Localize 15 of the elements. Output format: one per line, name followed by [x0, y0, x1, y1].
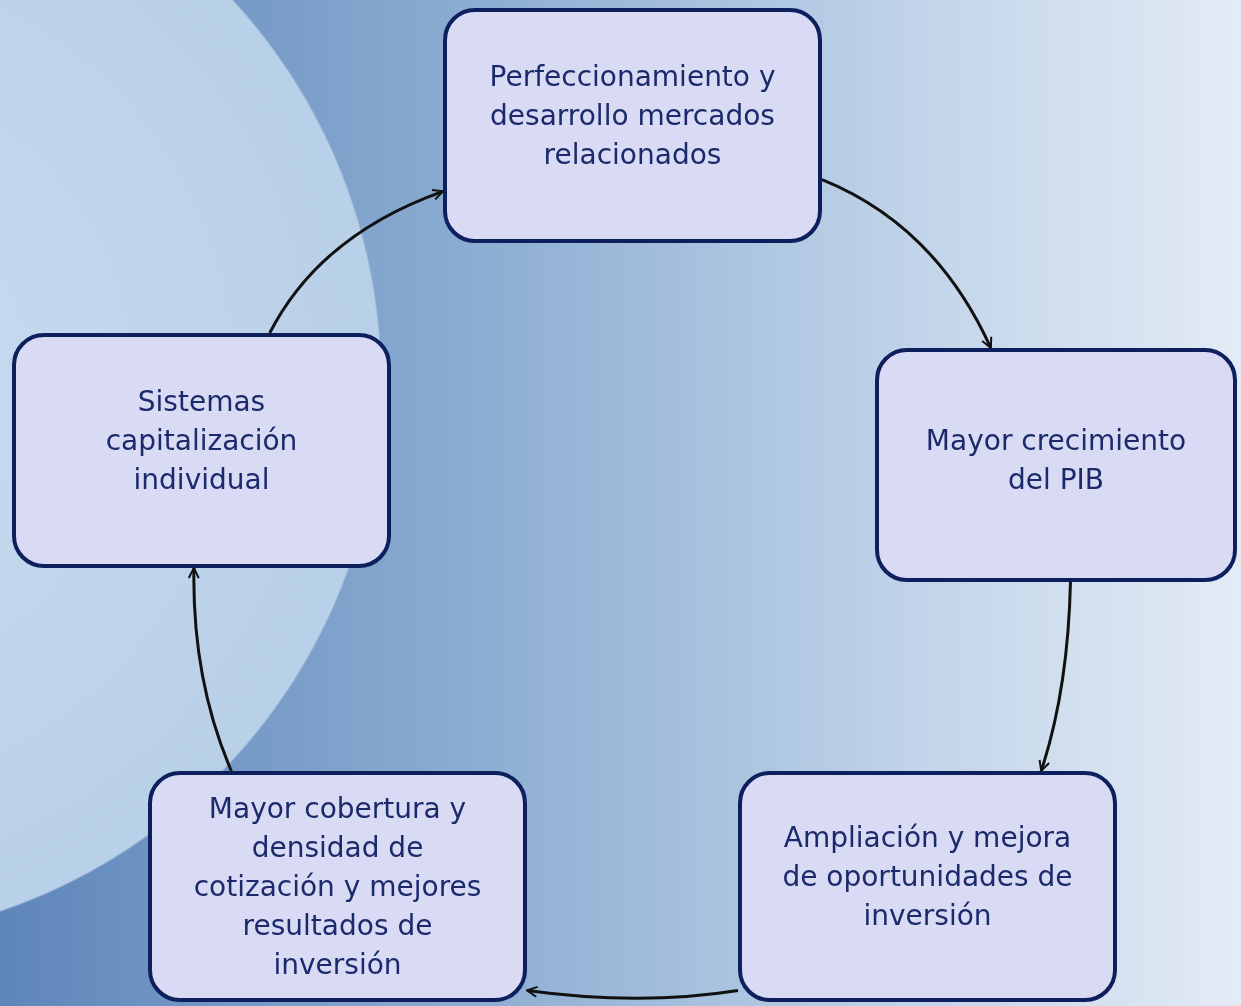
curved-arrow [268, 189, 444, 334]
box-text: Ampliación y mejora de oportunidades de inversión [781, 819, 1074, 935]
curved-arrow [526, 985, 739, 1000]
rounded-box [738, 771, 1117, 1002]
box-text: Sistemas capitalización individual [104, 383, 299, 499]
rounded-box [443, 8, 822, 243]
curved-arrow [1038, 581, 1072, 772]
curved-arrow [187, 567, 233, 772]
box-text: Mayor crecimiento del PIB [924, 422, 1188, 498]
box-text: Mayor cobertura y densidad de cotización y mejores resultados de inversión [192, 790, 483, 984]
rounded-box [12, 333, 391, 568]
rounded-box [148, 771, 527, 1002]
box-text: Perfeccionamiento y desarrollo mercados relacionados [488, 58, 777, 174]
curved-arrow [821, 178, 993, 349]
rounded-box [875, 348, 1237, 582]
